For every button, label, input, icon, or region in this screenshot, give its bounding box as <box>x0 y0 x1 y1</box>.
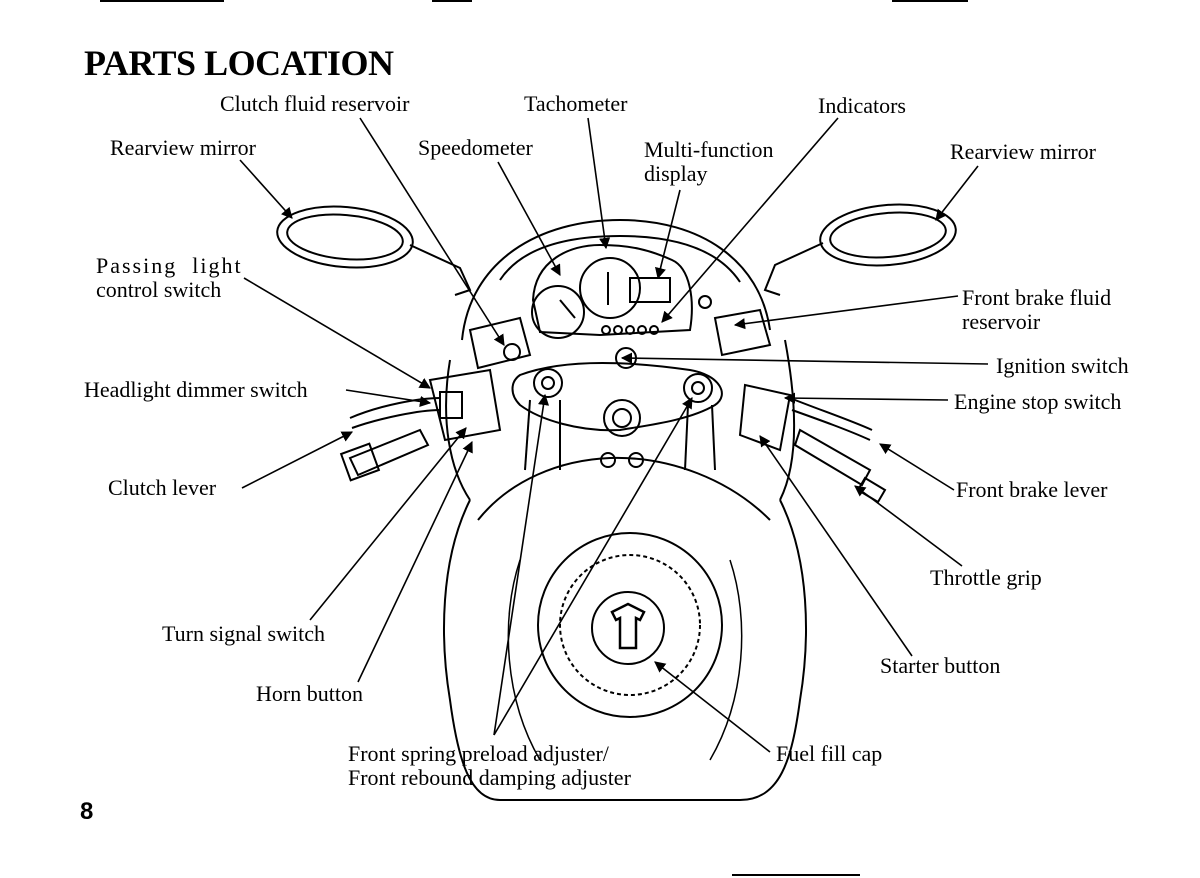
left-mirror <box>276 205 472 296</box>
label-multi-function-display-2: display <box>644 161 708 186</box>
label-rearview-mirror-right: Rearview mirror <box>950 139 1096 164</box>
indicator-lights <box>601 325 659 335</box>
label-front-spring-adjuster-2: Front rebound damping adjuster <box>348 765 631 790</box>
instrument-cluster <box>531 243 693 339</box>
label-engine-stop-switch: Engine stop switch <box>954 389 1122 414</box>
page-title: PARTS LOCATION <box>84 43 394 83</box>
label-headlight-dimmer-switch: Headlight dimmer switch <box>84 377 308 402</box>
right-handlebar <box>698 295 887 504</box>
label-ignition-switch: Ignition switch <box>996 353 1129 378</box>
label-throttle-grip: Throttle grip <box>930 565 1042 590</box>
page-number: 8 <box>80 798 94 825</box>
label-horn-button: Horn button <box>256 681 363 706</box>
label-turn-signal-switch: Turn signal switch <box>162 621 325 646</box>
label-speedometer: Speedometer <box>418 135 533 160</box>
label-front-spring-adjuster-1: Front spring preload adjuster/ <box>348 741 609 766</box>
label-indicators: Indicators <box>818 93 906 118</box>
label-front-brake-fluid-1: Front brake fluid <box>962 285 1112 310</box>
label-multi-function-display-1: Multi-function <box>644 137 774 162</box>
label-starter-button: Starter button <box>880 653 1001 678</box>
top-rule-right <box>892 0 968 2</box>
label-front-brake-fluid-2: reservoir <box>962 309 1041 334</box>
label-fuel-fill-cap: Fuel fill cap <box>776 741 883 766</box>
leader-lines <box>239 117 989 753</box>
top-rule-mid <box>432 0 472 2</box>
top-rule-left <box>100 0 224 2</box>
label-clutch-fluid-reservoir: Clutch fluid reservoir <box>220 91 410 116</box>
bottom-rule <box>732 874 860 876</box>
fuel-tank <box>443 456 807 801</box>
label-clutch-lever: Clutch lever <box>108 475 217 500</box>
fuel-cap <box>537 532 723 718</box>
label-passing-light-2: control switch <box>96 277 222 302</box>
fork-tubes <box>524 399 716 471</box>
left-handlebar <box>339 316 532 482</box>
label-rearview-mirror-left: Rearview mirror <box>110 135 256 160</box>
right-mirror <box>763 203 957 296</box>
label-passing-light-1: Passing light <box>96 253 243 278</box>
label-front-brake-lever: Front brake lever <box>956 477 1108 502</box>
label-tachometer: Tachometer <box>524 91 628 116</box>
